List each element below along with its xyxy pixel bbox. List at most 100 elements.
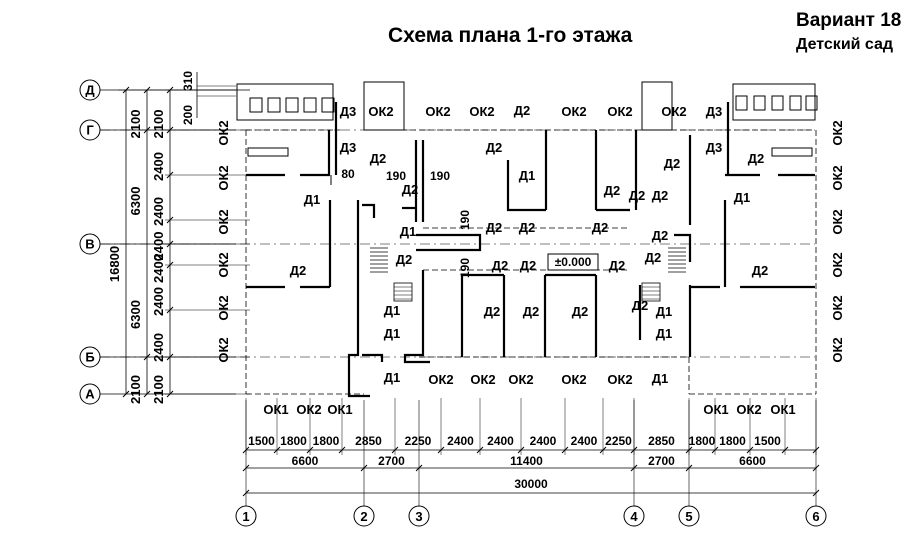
stair-flight (393, 282, 413, 302)
door-label: Д2 (632, 298, 649, 313)
window-label-right: ОК2 (830, 209, 845, 234)
coat-locker (735, 95, 748, 111)
dimension-text: 2400 (447, 434, 474, 448)
window-label-bottom: ОК2 (607, 372, 632, 387)
dimension-text: 2400 (151, 333, 166, 362)
coat-locker (805, 95, 818, 111)
dimension-tick (360, 464, 368, 472)
dimension-text: 1800 (689, 434, 716, 448)
door-label: Д2 (492, 258, 509, 273)
dimension-text: 16800 (107, 246, 122, 282)
window-label-left: ОК2 (216, 165, 231, 190)
door-label: Д2 (629, 188, 646, 203)
window-label-top: ОК2 (425, 104, 450, 119)
dimension-text: 11400 (510, 454, 543, 468)
door-label: Д2 (652, 228, 669, 243)
dimension-text: 190 (386, 169, 406, 183)
door-label: Д1 (384, 326, 401, 341)
door-label: Д2 (520, 258, 537, 273)
window-label-top: ОК2 (469, 104, 494, 119)
window-label-wing: ОК1 (263, 402, 288, 417)
door-label: Д1 (734, 190, 751, 205)
dimension-tick (415, 464, 423, 472)
building-type-label: Детский сад (796, 36, 894, 53)
dimension-text: 1800 (280, 434, 307, 448)
window-label-left: ОК2 (216, 295, 231, 320)
dimension-text: 2400 (151, 197, 166, 226)
axis-number-label: 3 (415, 509, 422, 524)
dimension-tick (143, 390, 151, 398)
dimension-tick (630, 464, 638, 472)
window-label-wing: ОК1 (327, 402, 352, 417)
door-label: Д2 (604, 183, 621, 198)
dimension-tick (143, 126, 151, 134)
dimension-text: 2700 (648, 454, 675, 468)
axis-letter-label: Б (85, 350, 94, 365)
window-label-wing: ОК1 (703, 402, 728, 417)
window-label-wing: ОК1 (770, 402, 795, 417)
dimension-text: 2250 (405, 434, 432, 448)
door-label: Д1 (519, 168, 536, 183)
radiator-right (771, 147, 813, 157)
window-label-top: ОК2 (368, 104, 393, 119)
door-label: Д2 (484, 304, 501, 319)
stair-flight (641, 282, 661, 302)
window-label-left: ОК2 (216, 209, 231, 234)
door-label: Д3 (706, 104, 723, 119)
stair-wall-right (674, 233, 692, 262)
dimension-text: 6300 (128, 300, 143, 329)
door-label: Д2 (402, 182, 419, 197)
window-label-right: ОК2 (830, 165, 845, 190)
door-label: Д2 (592, 220, 609, 235)
door-label: Д1 (652, 371, 669, 386)
dimension-text: 2100 (128, 375, 143, 404)
dimension-text: 2400 (151, 287, 166, 316)
axis-letter-label: Д (85, 83, 95, 98)
coat-locker (303, 97, 317, 113)
level-mark-text: ±0.000 (555, 255, 592, 269)
dimension-text: 190 (458, 210, 472, 230)
partition-wall (416, 233, 482, 252)
dimension-text: 6600 (739, 454, 766, 468)
dimension-text: 6300 (128, 187, 143, 216)
coat-locker (753, 95, 766, 111)
axis-letter-label: А (85, 387, 95, 402)
door-label: Д1 (384, 303, 401, 318)
door-label: Д2 (514, 103, 531, 118)
dimension-text: 2400 (151, 152, 166, 181)
door-label: Д1 (384, 370, 401, 385)
dimension-text: 200 (181, 105, 195, 125)
dimension-text: 2100 (151, 375, 166, 404)
room-wall (506, 160, 546, 212)
dimension-text: 6600 (292, 454, 319, 468)
dimension-text: 1500 (248, 434, 275, 448)
coat-locker (267, 97, 281, 113)
dimension-tick (122, 390, 130, 398)
dimension-text: 2850 (355, 434, 382, 448)
window-label-left: ОК2 (216, 337, 231, 362)
dimension-tick (242, 489, 250, 497)
dimension-text: 2850 (648, 434, 675, 448)
window-label-top: ОК2 (561, 104, 586, 119)
dimension-text: 1800 (719, 434, 746, 448)
door-label: Д1 (400, 224, 417, 239)
door-label: Д2 (370, 151, 387, 166)
vestibule-door-left (363, 81, 405, 131)
door-label: Д1 (656, 304, 673, 319)
vestibule-door-right (641, 81, 673, 131)
dimension-text: 190 (430, 169, 450, 183)
door-label: Д2 (486, 220, 503, 235)
door-label: Д2 (652, 188, 669, 203)
dimension-text: 2400 (151, 254, 166, 283)
window-label-bottom: ОК2 (561, 372, 586, 387)
dimension-text: 2100 (151, 110, 166, 139)
door-label: Д2 (645, 250, 662, 265)
coat-locker (249, 97, 263, 113)
vestibule-left (236, 83, 334, 121)
door-label: Д2 (609, 258, 626, 273)
door-label: Д2 (664, 156, 681, 171)
dimension-tick (812, 489, 820, 497)
dimension-text: 80 (341, 167, 355, 181)
axis-number-label: 1 (242, 509, 249, 524)
